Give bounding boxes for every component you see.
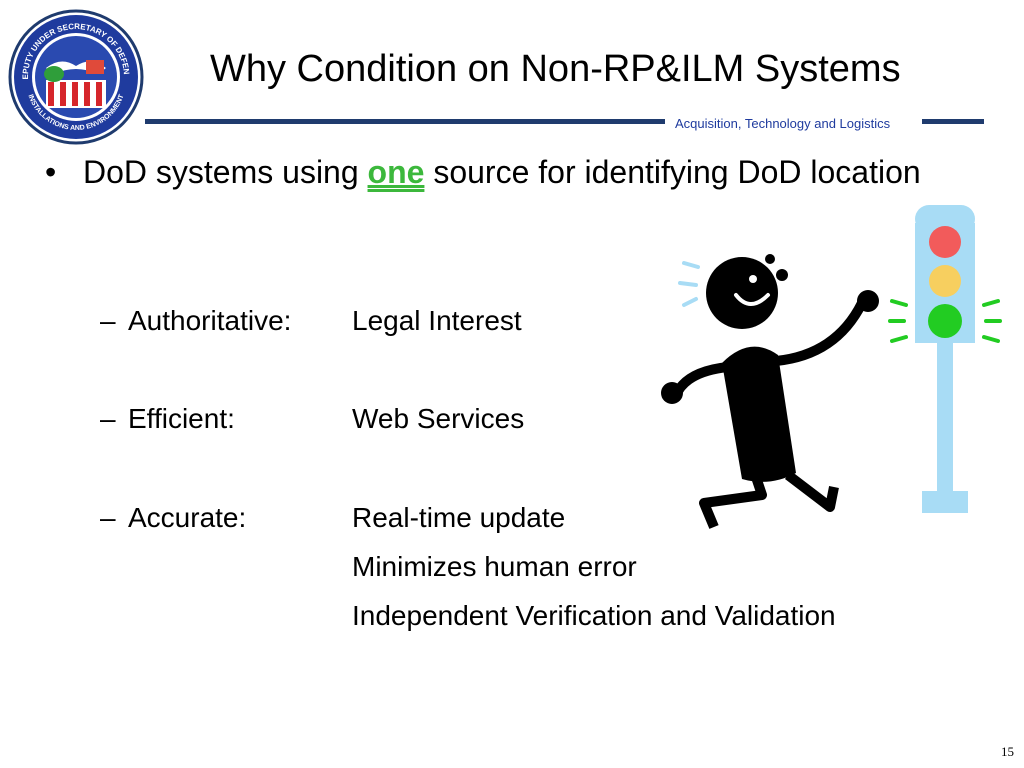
clipart <box>661 205 1002 529</box>
page-number: 15 <box>1001 744 1014 759</box>
sub-value-continued: Minimizes human error <box>352 551 637 582</box>
sub-marker: – <box>100 403 116 434</box>
sub-marker: – <box>100 502 116 533</box>
dod-seal-icon: DEPUTY UNDER SECRETARY OF DEFENSE INSTAL… <box>6 8 144 145</box>
sub-value: Real-time update <box>352 502 566 533</box>
sub-value: Legal Interest <box>352 305 522 336</box>
sub-term: Accurate: <box>128 502 247 533</box>
sub-term: Efficient: <box>128 403 235 434</box>
traffic-light-icon <box>888 205 1002 513</box>
running-figure-icon <box>661 254 879 529</box>
sub-marker: – <box>100 305 116 336</box>
main-bullet-lead: DoD systems using <box>83 154 368 190</box>
emphasis-one: one <box>367 154 425 190</box>
slide-title: Why Condition on Non-RP&ILM Systems <box>210 48 901 90</box>
header-rule-right <box>922 119 984 124</box>
sub-value-continued: Independent Verification and Validation <box>352 600 836 631</box>
sub-value: Web Services <box>352 403 525 434</box>
main-bullet-tail: source for identifying DoD location <box>424 154 921 190</box>
sub-term: Authoritative: <box>128 305 292 336</box>
header-rule-left <box>145 119 665 124</box>
bullet-marker: • <box>45 154 57 190</box>
header-tagline: Acquisition, Technology and Logistics <box>675 116 891 131</box>
main-bullet-text: DoD systems using one source for identif… <box>83 150 983 194</box>
